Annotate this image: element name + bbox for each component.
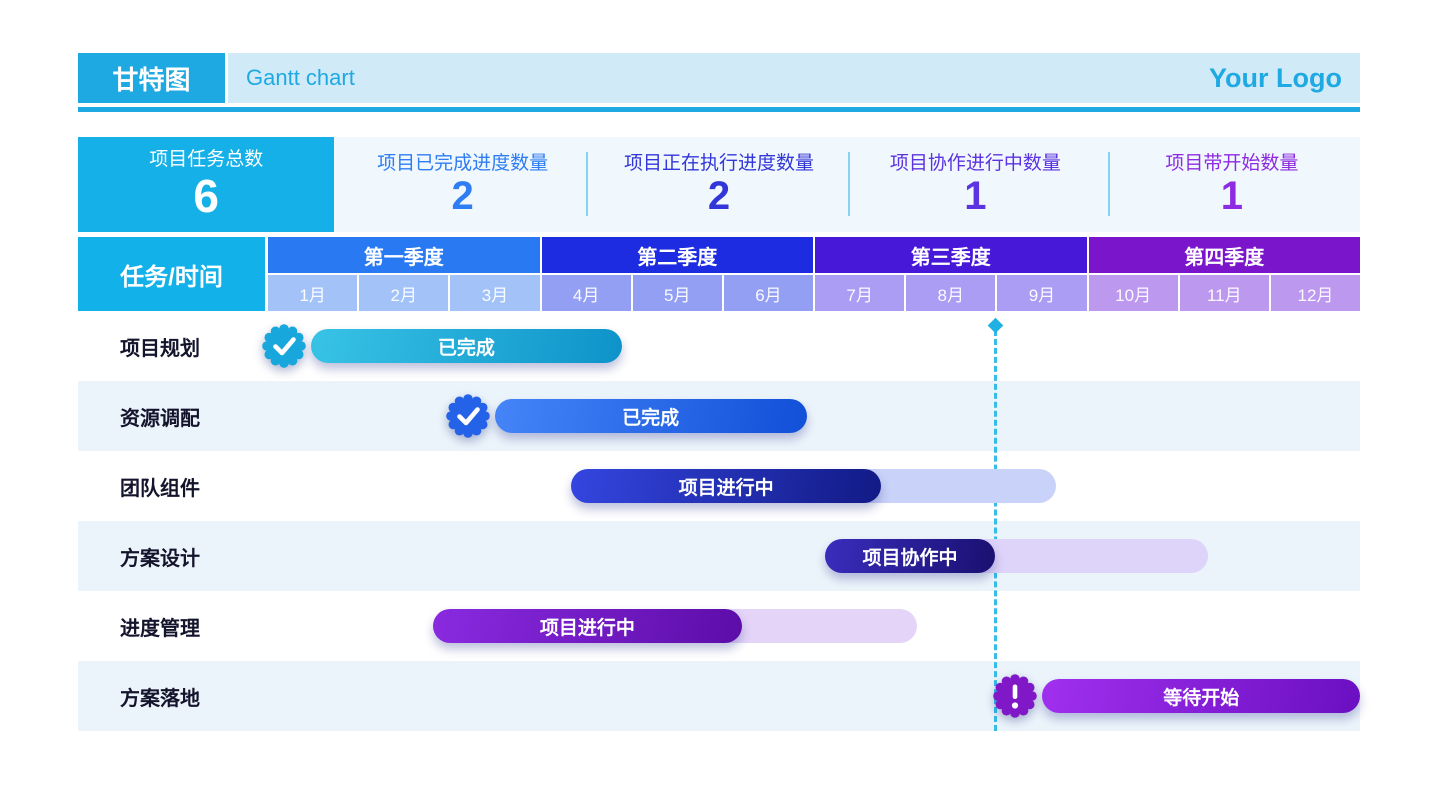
title-badge: 甘特图 xyxy=(78,53,225,103)
gantt-body: 项目规划 已完成 资源调配 已完成 团队组件 项目进行中 xyxy=(78,311,1360,731)
stat-label: 项目协作进行中数量 xyxy=(889,152,1061,174)
month-cell: 2月 xyxy=(359,275,449,311)
month-cell: 9月 xyxy=(997,275,1087,311)
month-cell: 11月 xyxy=(1179,275,1269,311)
logo-text: Your Logo xyxy=(1209,62,1342,93)
month-cell: 12月 xyxy=(1270,275,1361,311)
task-row: 方案设计 项目协作中 xyxy=(78,521,1360,591)
stat-divider xyxy=(586,152,588,216)
task-status: 项目进行中 xyxy=(678,477,774,499)
task-row: 方案落地 等待开始 xyxy=(78,661,1360,731)
month-cell: 4月 xyxy=(541,275,631,311)
task-row: 资源调配 已完成 xyxy=(78,381,1360,451)
corner-label: 任务/时间 xyxy=(120,263,223,291)
month-cell: 7月 xyxy=(815,275,905,311)
stat-card-waiting: 项目带开始数量 1 xyxy=(1104,137,1360,232)
check-badge-icon xyxy=(444,392,492,440)
month-cell: 8月 xyxy=(906,275,996,311)
stat-card-collaborating: 项目协作进行中数量 1 xyxy=(847,137,1103,232)
task-name: 进度管理 xyxy=(120,617,200,640)
month-cell: 5月 xyxy=(632,275,722,311)
subtitle: Gantt chart xyxy=(246,65,355,90)
stat-label: 项目任务总数 xyxy=(149,149,264,171)
task-row: 团队组件 项目进行中 xyxy=(78,451,1360,521)
task-status: 已完成 xyxy=(437,337,495,359)
task-status: 已完成 xyxy=(622,407,680,429)
corner-cell: 任务/时间 xyxy=(78,237,265,311)
stat-value: 2 xyxy=(451,174,474,219)
check-badge-icon xyxy=(260,322,308,370)
stat-card-total: 项目任务总数 6 xyxy=(78,137,335,232)
task-name: 方案设计 xyxy=(120,547,200,570)
quarter-row: 第一季度 第二季度 第三季度 第四季度 xyxy=(268,237,1360,273)
stat-label: 项目正在执行进度数量 xyxy=(624,152,815,174)
stat-card-completed: 项目已完成进度数量 2 xyxy=(334,137,590,232)
task-bar: 项目协作中 xyxy=(824,539,996,573)
month-cell: 3月 xyxy=(450,275,540,311)
task-bar: 项目进行中 xyxy=(432,609,743,643)
task-row: 进度管理 项目进行中 xyxy=(78,591,1360,661)
header-strip: Gantt chart Your Logo xyxy=(228,53,1360,103)
exclamation-badge-icon xyxy=(991,672,1039,720)
month-cell: 6月 xyxy=(723,275,814,311)
task-name: 项目规划 xyxy=(120,337,200,360)
quarter-cell-q2: 第二季度 xyxy=(541,237,813,273)
task-status: 项目协作中 xyxy=(862,547,958,569)
task-bar: 项目进行中 xyxy=(571,469,882,503)
quarter-cell-q3: 第三季度 xyxy=(815,237,1087,273)
month-cell: 10月 xyxy=(1088,275,1178,311)
task-name: 方案落地 xyxy=(120,687,200,710)
stat-value: 6 xyxy=(193,170,219,223)
stat-value: 2 xyxy=(707,174,731,219)
month-cell: 1月 xyxy=(268,275,358,311)
stat-card-executing: 项目正在执行进度数量 2 xyxy=(591,137,847,232)
task-name: 团队组件 xyxy=(120,477,200,500)
task-name: 资源调配 xyxy=(120,407,200,430)
quarter-cell-q1: 第一季度 xyxy=(268,237,540,273)
stat-value: 1 xyxy=(964,174,987,219)
header-underline xyxy=(78,107,1360,112)
stat-divider xyxy=(848,152,850,216)
stat-label: 项目已完成进度数量 xyxy=(377,152,549,174)
stat-value: 1 xyxy=(1220,174,1243,219)
stat-divider xyxy=(1108,152,1110,216)
quarter-cell-q4: 第四季度 xyxy=(1088,237,1360,273)
stat-label: 项目带开始数量 xyxy=(1165,152,1299,174)
task-status: 等待开始 xyxy=(1163,687,1240,709)
task-row: 项目规划 已完成 xyxy=(78,311,1360,381)
task-bar: 等待开始 xyxy=(1042,679,1360,713)
month-row: 1月 2月 3月 4月 5月 6月 7月 8月 9月 10月 11月 12月 xyxy=(268,275,1361,311)
today-marker-line xyxy=(987,317,1003,731)
title-badge-label: 甘特图 xyxy=(112,64,191,95)
task-bar: 已完成 xyxy=(310,329,622,363)
stats-row: 项目任务总数 6 项目已完成进度数量 2 项目正在执行进度数量 2 项目协作进行… xyxy=(78,137,1360,232)
task-status: 项目进行中 xyxy=(539,617,635,639)
task-bar: 已完成 xyxy=(494,399,807,433)
